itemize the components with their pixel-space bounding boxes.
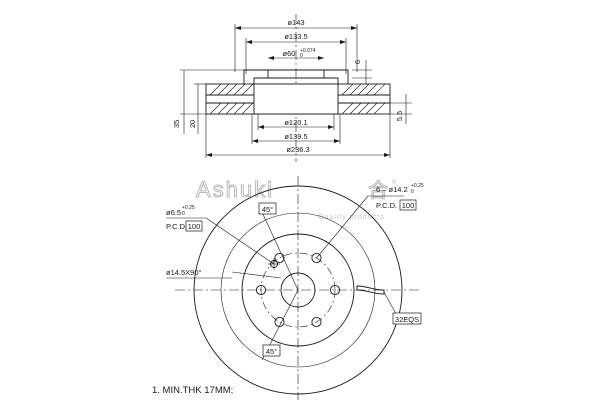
pcd2-label: P.C.D. [376,201,397,210]
bolt-hole-1 [329,284,341,296]
holes-pattern-label: 6 – ø14.2 [376,185,408,194]
small-hole-label: ø6.5 [166,208,181,217]
center-bore [280,272,316,308]
pcd-box [185,220,203,232]
hat-outer [243,69,349,84]
dim-236-label: ø236.3 [286,145,309,154]
hatch-left [209,83,254,115]
vent-slot [356,285,385,295]
hat-edge [241,233,355,347]
dim-60-tol-lower: 0 [300,53,303,59]
pcd-circle [260,252,336,328]
dim-143-label: ø143 [287,18,304,27]
hat-inner-right [323,70,339,84]
slots-box [392,312,422,325]
dim-20-label: 20 [188,120,197,128]
dim-120-label: ø120.1 [284,118,307,127]
chamfer-label: ø14.5X90° [166,268,202,277]
logo-mark-glyph: 合 [368,179,390,202]
brand-logo: Ashuki 合 ® Quality products [196,177,398,222]
dim-60-tol-upper: +0.074 [300,48,316,54]
pcd2-value: 100 [402,201,415,210]
holes-pattern-tol-upper: +0.25 [411,183,424,189]
small-hole-tol-lower: 0 [182,211,185,217]
hatch-right [341,83,386,115]
leader-small-hole [205,217,275,265]
dim-139-label: ø139.5 [284,132,307,141]
pcd-value: 100 [188,222,201,231]
pcd2-box [399,199,417,211]
hat-inner-left [253,70,269,84]
disc-outer-edge [193,185,403,395]
logo-text: Ashuki [196,177,274,202]
dim-5-5-label: 5.5 [395,111,404,121]
dim-133-label: ø133.5 [284,32,307,41]
dim-6-label: 6 [353,60,362,64]
bolt-hole-4 [255,284,267,296]
note-1: 1. MIN.THK 17MM; [152,385,233,396]
slots-label: 32EQS [395,315,419,324]
hub-section [253,83,339,115]
logo-tagline: Quality products [318,214,385,221]
bolt-hole-6 [311,252,322,264]
angle-box-bottom [262,344,281,357]
friction-inner-edge [220,212,376,368]
pcd-label: P.C.D. [166,222,187,231]
bolt-hole-3 [274,316,285,328]
leader-holes [316,195,369,259]
dim-35-label: 35 [172,120,181,128]
holes-pattern-tol-lower: 0 [411,189,414,195]
logo-registered: ® [392,179,397,186]
small-hole-tol-upper: +0.25 [182,205,195,211]
bolt-hole-2 [311,316,322,328]
bolt-hole-5 [274,252,285,264]
side-section-view: ø143 ø133.5 ø60 +0.074 0 6 [172,14,412,162]
angle-top-label: 45° [262,205,273,214]
leader-chamfer [231,271,282,279]
angle-bottom-label: 45° [266,347,277,356]
dim-60-label: ø60 [283,49,296,58]
arrows-60 [268,56,324,60]
front-view: 45° 45° ø6.5 +0.25 0 P.C.D. 100 6 – ø14.… [166,176,424,400]
leader-slot [383,291,397,315]
notes: 1. MIN.THK 17MM; [152,385,233,396]
angle-line-top [261,211,299,291]
angle-box-top [258,202,277,215]
